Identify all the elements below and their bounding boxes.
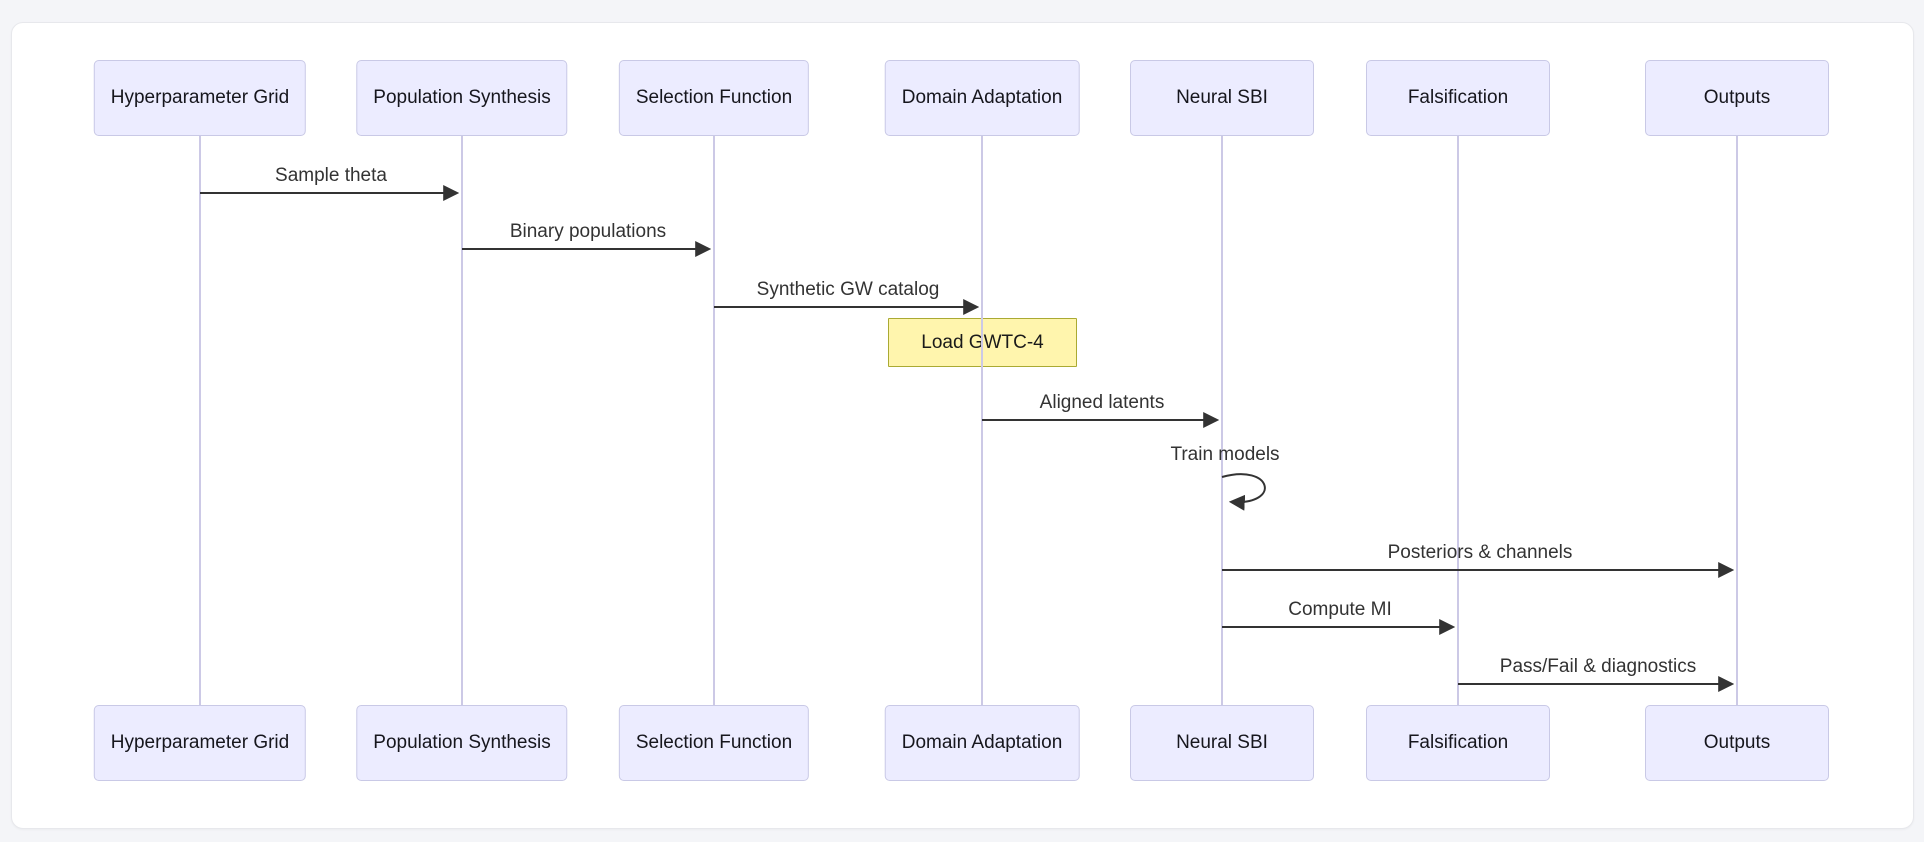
actor-label: Outputs [1703, 732, 1771, 753]
message-label-posteriors-channels: Posteriors & channels [1387, 542, 1573, 563]
lifeline-outputs [1736, 136, 1738, 707]
lifeline-neural-sbi [1221, 136, 1223, 707]
lifeline-selection-function [713, 136, 715, 707]
actor-label: Domain Adaptation [901, 87, 1063, 108]
actor-label: Falsification [1407, 732, 1509, 753]
actor-top-population-synthesis: Population Synthesis [356, 60, 568, 136]
message-label-train-models: Train models [1170, 444, 1280, 465]
actor-label: Outputs [1703, 87, 1771, 108]
message-label-compute-mi: Compute MI [1288, 599, 1392, 620]
actor-label: Population Synthesis [373, 732, 551, 753]
actor-label: Hyperparameter Grid [110, 87, 290, 108]
actor-label: Hyperparameter Grid [110, 732, 290, 753]
lifeline-falsification [1457, 136, 1459, 707]
actor-top-hyperparameter-grid: Hyperparameter Grid [93, 60, 307, 136]
actor-label: Selection Function [635, 732, 793, 753]
actor-bottom-domain-adaptation: Domain Adaptation [884, 705, 1080, 781]
actor-top-falsification: Falsification [1366, 60, 1550, 136]
diagram-card [11, 22, 1914, 829]
actor-bottom-outputs: Outputs [1645, 705, 1829, 781]
actor-bottom-population-synthesis: Population Synthesis [356, 705, 568, 781]
actor-bottom-falsification: Falsification [1366, 705, 1550, 781]
actor-label: Domain Adaptation [901, 732, 1063, 753]
actor-label: Neural SBI [1176, 87, 1268, 108]
message-label-sample-theta: Sample theta [275, 165, 387, 186]
actor-bottom-selection-function: Selection Function [618, 705, 810, 781]
actor-top-neural-sbi: Neural SBI [1130, 60, 1314, 136]
actor-bottom-hyperparameter-grid: Hyperparameter Grid [93, 705, 307, 781]
lifeline-hyperparameter-grid [199, 136, 201, 707]
actor-label: Population Synthesis [373, 87, 551, 108]
actor-top-domain-adaptation: Domain Adaptation [884, 60, 1080, 136]
actor-top-outputs: Outputs [1645, 60, 1829, 136]
message-label-pass-fail-diagnostics: Pass/Fail & diagnostics [1499, 656, 1697, 677]
actor-top-selection-function: Selection Function [618, 60, 810, 136]
message-label-aligned-latents: Aligned latents [1039, 392, 1165, 413]
actor-label: Selection Function [635, 87, 793, 108]
lifeline-population-synthesis [461, 136, 463, 707]
actor-label: Neural SBI [1176, 732, 1268, 753]
message-label-binary-populations: Binary populations [509, 221, 667, 242]
message-label-synthetic-gw-catalog: Synthetic GW catalog [756, 279, 940, 300]
lifeline-domain-adaptation [981, 136, 983, 707]
actor-bottom-neural-sbi: Neural SBI [1130, 705, 1314, 781]
actor-label: Falsification [1407, 87, 1509, 108]
